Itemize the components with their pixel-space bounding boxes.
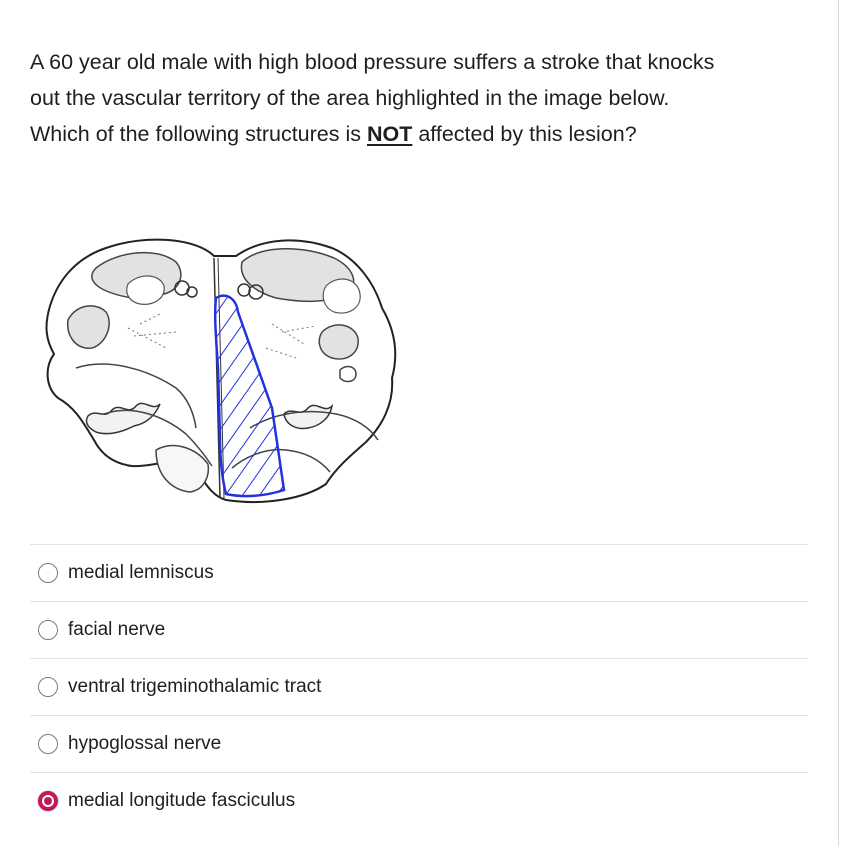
answer-label: medial longitude fasciculus [68, 790, 296, 811]
answer-label: medial lemniscus [68, 562, 214, 583]
radio-selected-icon[interactable] [38, 791, 58, 811]
answer-label: ventral trigeminothalamic tract [68, 676, 322, 697]
question-line-1: A 60 year old male with high blood press… [30, 50, 715, 74]
answer-option[interactable]: facial nerve [30, 601, 808, 658]
lesion-highlight [213, 294, 286, 498]
radio-unselected-icon[interactable] [38, 563, 58, 583]
question-line-3-end: affected by this lesion? [412, 122, 637, 146]
answer-option[interactable]: hypoglossal nerve [30, 715, 808, 772]
radio-unselected-icon[interactable] [38, 677, 58, 697]
question-emphasis: NOT [366, 122, 413, 146]
answer-label: facial nerve [68, 619, 166, 640]
answer-option[interactable]: ventral trigeminothalamic tract [30, 658, 808, 715]
answer-option[interactable]: medial lemniscus [30, 544, 808, 601]
radio-unselected-icon[interactable] [38, 734, 58, 754]
page-border [838, 0, 839, 846]
answer-list: medial lemniscus facial nerve ventral tr… [30, 544, 808, 829]
radio-dot [42, 795, 54, 807]
question-line-3-start: Which of the following structures is [30, 122, 367, 146]
question-line-2: out the vascular territory of the area h… [30, 86, 670, 110]
answer-label: hypoglossal nerve [68, 733, 222, 754]
medulla-cross-section-image [36, 228, 398, 504]
question-text: A 60 year old male with high blood press… [30, 44, 820, 152]
radio-unselected-icon[interactable] [38, 620, 58, 640]
answer-option-selected[interactable]: medial longitude fasciculus [30, 772, 808, 829]
